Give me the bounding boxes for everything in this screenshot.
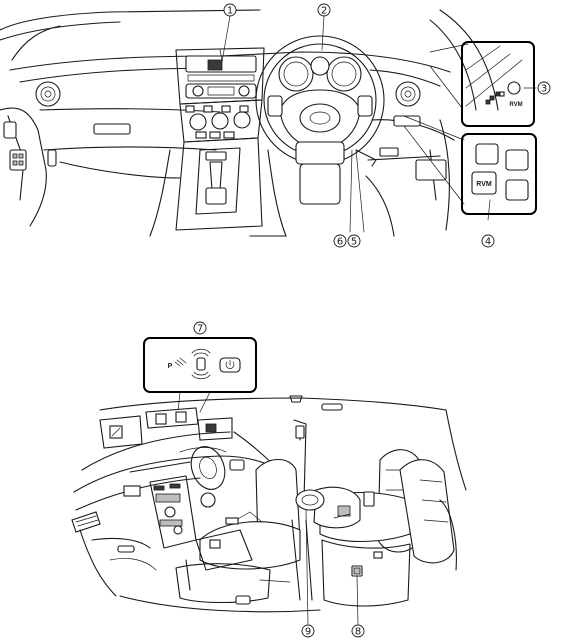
callout-1: 1 bbox=[223, 3, 237, 17]
inset-dash-switch: RVM bbox=[461, 133, 537, 215]
svg-text:9: 9 bbox=[305, 627, 311, 638]
svg-text:7: 7 bbox=[197, 324, 203, 335]
surround-sensor-icon bbox=[191, 348, 211, 380]
svg-text:5: 5 bbox=[351, 237, 357, 248]
left-window-switch bbox=[9, 149, 27, 171]
left-air-vent bbox=[35, 81, 61, 107]
climate-knob-right bbox=[233, 111, 251, 129]
svg-text:3: 3 bbox=[541, 84, 547, 95]
bottom-leader-lines bbox=[305, 509, 359, 625]
svg-text:8: 8 bbox=[355, 627, 361, 638]
svg-text:4: 4 bbox=[485, 237, 491, 248]
gear-shifter bbox=[209, 161, 223, 191]
callout-3: 3 bbox=[537, 81, 551, 95]
parking-sensor-icon bbox=[174, 357, 187, 367]
parking-label: P bbox=[168, 363, 173, 370]
callout-5: 5 bbox=[347, 234, 361, 248]
callout-8: 8 bbox=[351, 624, 365, 638]
right-air-vent bbox=[395, 81, 421, 107]
inset-mirror-switch: RVM bbox=[461, 41, 535, 127]
callout-9: 9 bbox=[301, 624, 315, 638]
cabin-steering-wheel bbox=[190, 446, 226, 490]
dash-rvm-button[interactable] bbox=[471, 171, 497, 195]
callout-6: 6 bbox=[333, 234, 347, 248]
mirror-rvm-button[interactable] bbox=[507, 81, 521, 95]
overhead-console bbox=[145, 407, 199, 429]
mirror-rvm-label: RVM bbox=[509, 102, 522, 108]
steering-buttons-right bbox=[357, 95, 373, 117]
callout-2: 2 bbox=[317, 3, 331, 17]
callout-4: 4 bbox=[481, 234, 495, 248]
rear-seat-back bbox=[399, 459, 455, 564]
dashboard-illustration bbox=[0, 9, 499, 237]
power-icon bbox=[225, 359, 235, 369]
svg-text:6: 6 bbox=[337, 237, 343, 248]
glovebox-handle bbox=[93, 123, 131, 135]
camera-icon bbox=[205, 423, 217, 433]
climate-knob-left bbox=[189, 113, 207, 131]
inset-overhead-console: P bbox=[143, 337, 257, 413]
climate-knob-center bbox=[211, 112, 229, 130]
svg-text:1: 1 bbox=[227, 6, 233, 17]
left-door-handle bbox=[3, 121, 17, 139]
cabin-illustration bbox=[71, 395, 467, 613]
callout-7: 7 bbox=[193, 321, 207, 335]
dash-rvm-label: RVM bbox=[476, 181, 492, 188]
steering-buttons-left bbox=[267, 95, 283, 117]
svg-text:2: 2 bbox=[321, 6, 327, 17]
